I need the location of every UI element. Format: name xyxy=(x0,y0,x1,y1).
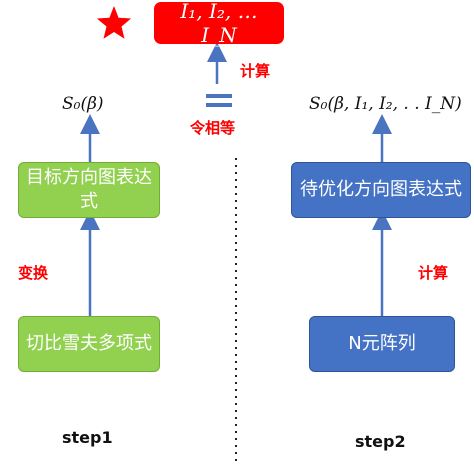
compute-label-right: 计算 xyxy=(418,264,449,282)
left-source-box: 切比雪夫多项式 xyxy=(18,316,160,372)
result-box: I₁, I₂, … I_N xyxy=(154,0,284,47)
right-target-box: 待优化方向图表达式 xyxy=(291,162,471,218)
equals-label: 令相等 xyxy=(190,119,236,137)
left-target-box: 目标方向图表达式 xyxy=(18,162,160,218)
equals-sign-bottom xyxy=(206,103,232,107)
star-icon xyxy=(96,6,132,39)
equals-sign-top xyxy=(206,94,232,98)
left-s0-formula: S₀(β) xyxy=(62,94,104,114)
step1-label: step1 xyxy=(62,428,113,447)
right-source-box: N元阵列 xyxy=(309,316,455,372)
step2-label: step2 xyxy=(355,432,406,451)
compute-label-top: 计算 xyxy=(240,62,271,80)
transform-label: 变换 xyxy=(18,264,49,282)
right-s0-formula: S₀(β, I₁, I₂, . . I_N) xyxy=(309,94,462,114)
